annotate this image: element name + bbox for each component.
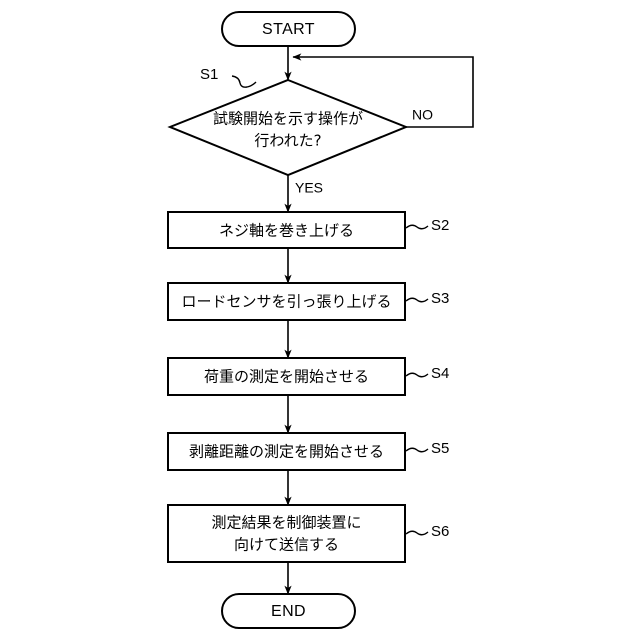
- s1-step-label: S1: [200, 66, 218, 83]
- s3-step-label: S3: [431, 290, 449, 307]
- process-box-s6[interactable]: [167, 504, 406, 563]
- decision-text-line1: 試験開始を示す操作が: [213, 110, 363, 128]
- process-box-s5[interactable]: [167, 432, 406, 471]
- process-text-s5: 剥離距離の測定を開始させる: [189, 443, 384, 461]
- process-text-s6-line1: 測定結果を制御装置に: [211, 514, 361, 532]
- s5-step-label: S5: [431, 440, 449, 457]
- s6-leader-line: [405, 530, 429, 536]
- s4-step-label: S4: [431, 365, 449, 382]
- s2-leader-line: [405, 224, 429, 230]
- connector-no-loop: [292, 53, 474, 128]
- end-terminal[interactable]: [221, 593, 356, 629]
- start-label: START: [262, 21, 315, 38]
- start-terminal[interactable]: [221, 11, 356, 47]
- s3-leader-line: [405, 297, 429, 303]
- s5-leader-line: [405, 447, 429, 453]
- process-text-s6-line2: 向けて送信する: [234, 536, 339, 554]
- process-box-s4[interactable]: [167, 357, 406, 396]
- s2-step-label: S2: [431, 217, 449, 234]
- s4-leader-line: [405, 372, 429, 378]
- decision-text-line2: 行われた?: [254, 132, 321, 150]
- process-box-s3[interactable]: [167, 282, 406, 321]
- decision-diamond-s1[interactable]: [167, 78, 409, 177]
- process-text-s4: 荷重の測定を開始させる: [204, 368, 369, 386]
- s1-leader-line: [231, 75, 257, 88]
- decision-yes-label: YES: [295, 180, 323, 196]
- s6-step-label: S6: [431, 523, 449, 540]
- process-box-s2[interactable]: [167, 211, 406, 249]
- process-text-s2: ネジ軸を巻き上げる: [219, 222, 354, 240]
- process-text-s3: ロードセンサを引っ張り上げる: [181, 293, 391, 311]
- end-label: END: [271, 603, 306, 620]
- decision-no-label: NO: [412, 107, 433, 123]
